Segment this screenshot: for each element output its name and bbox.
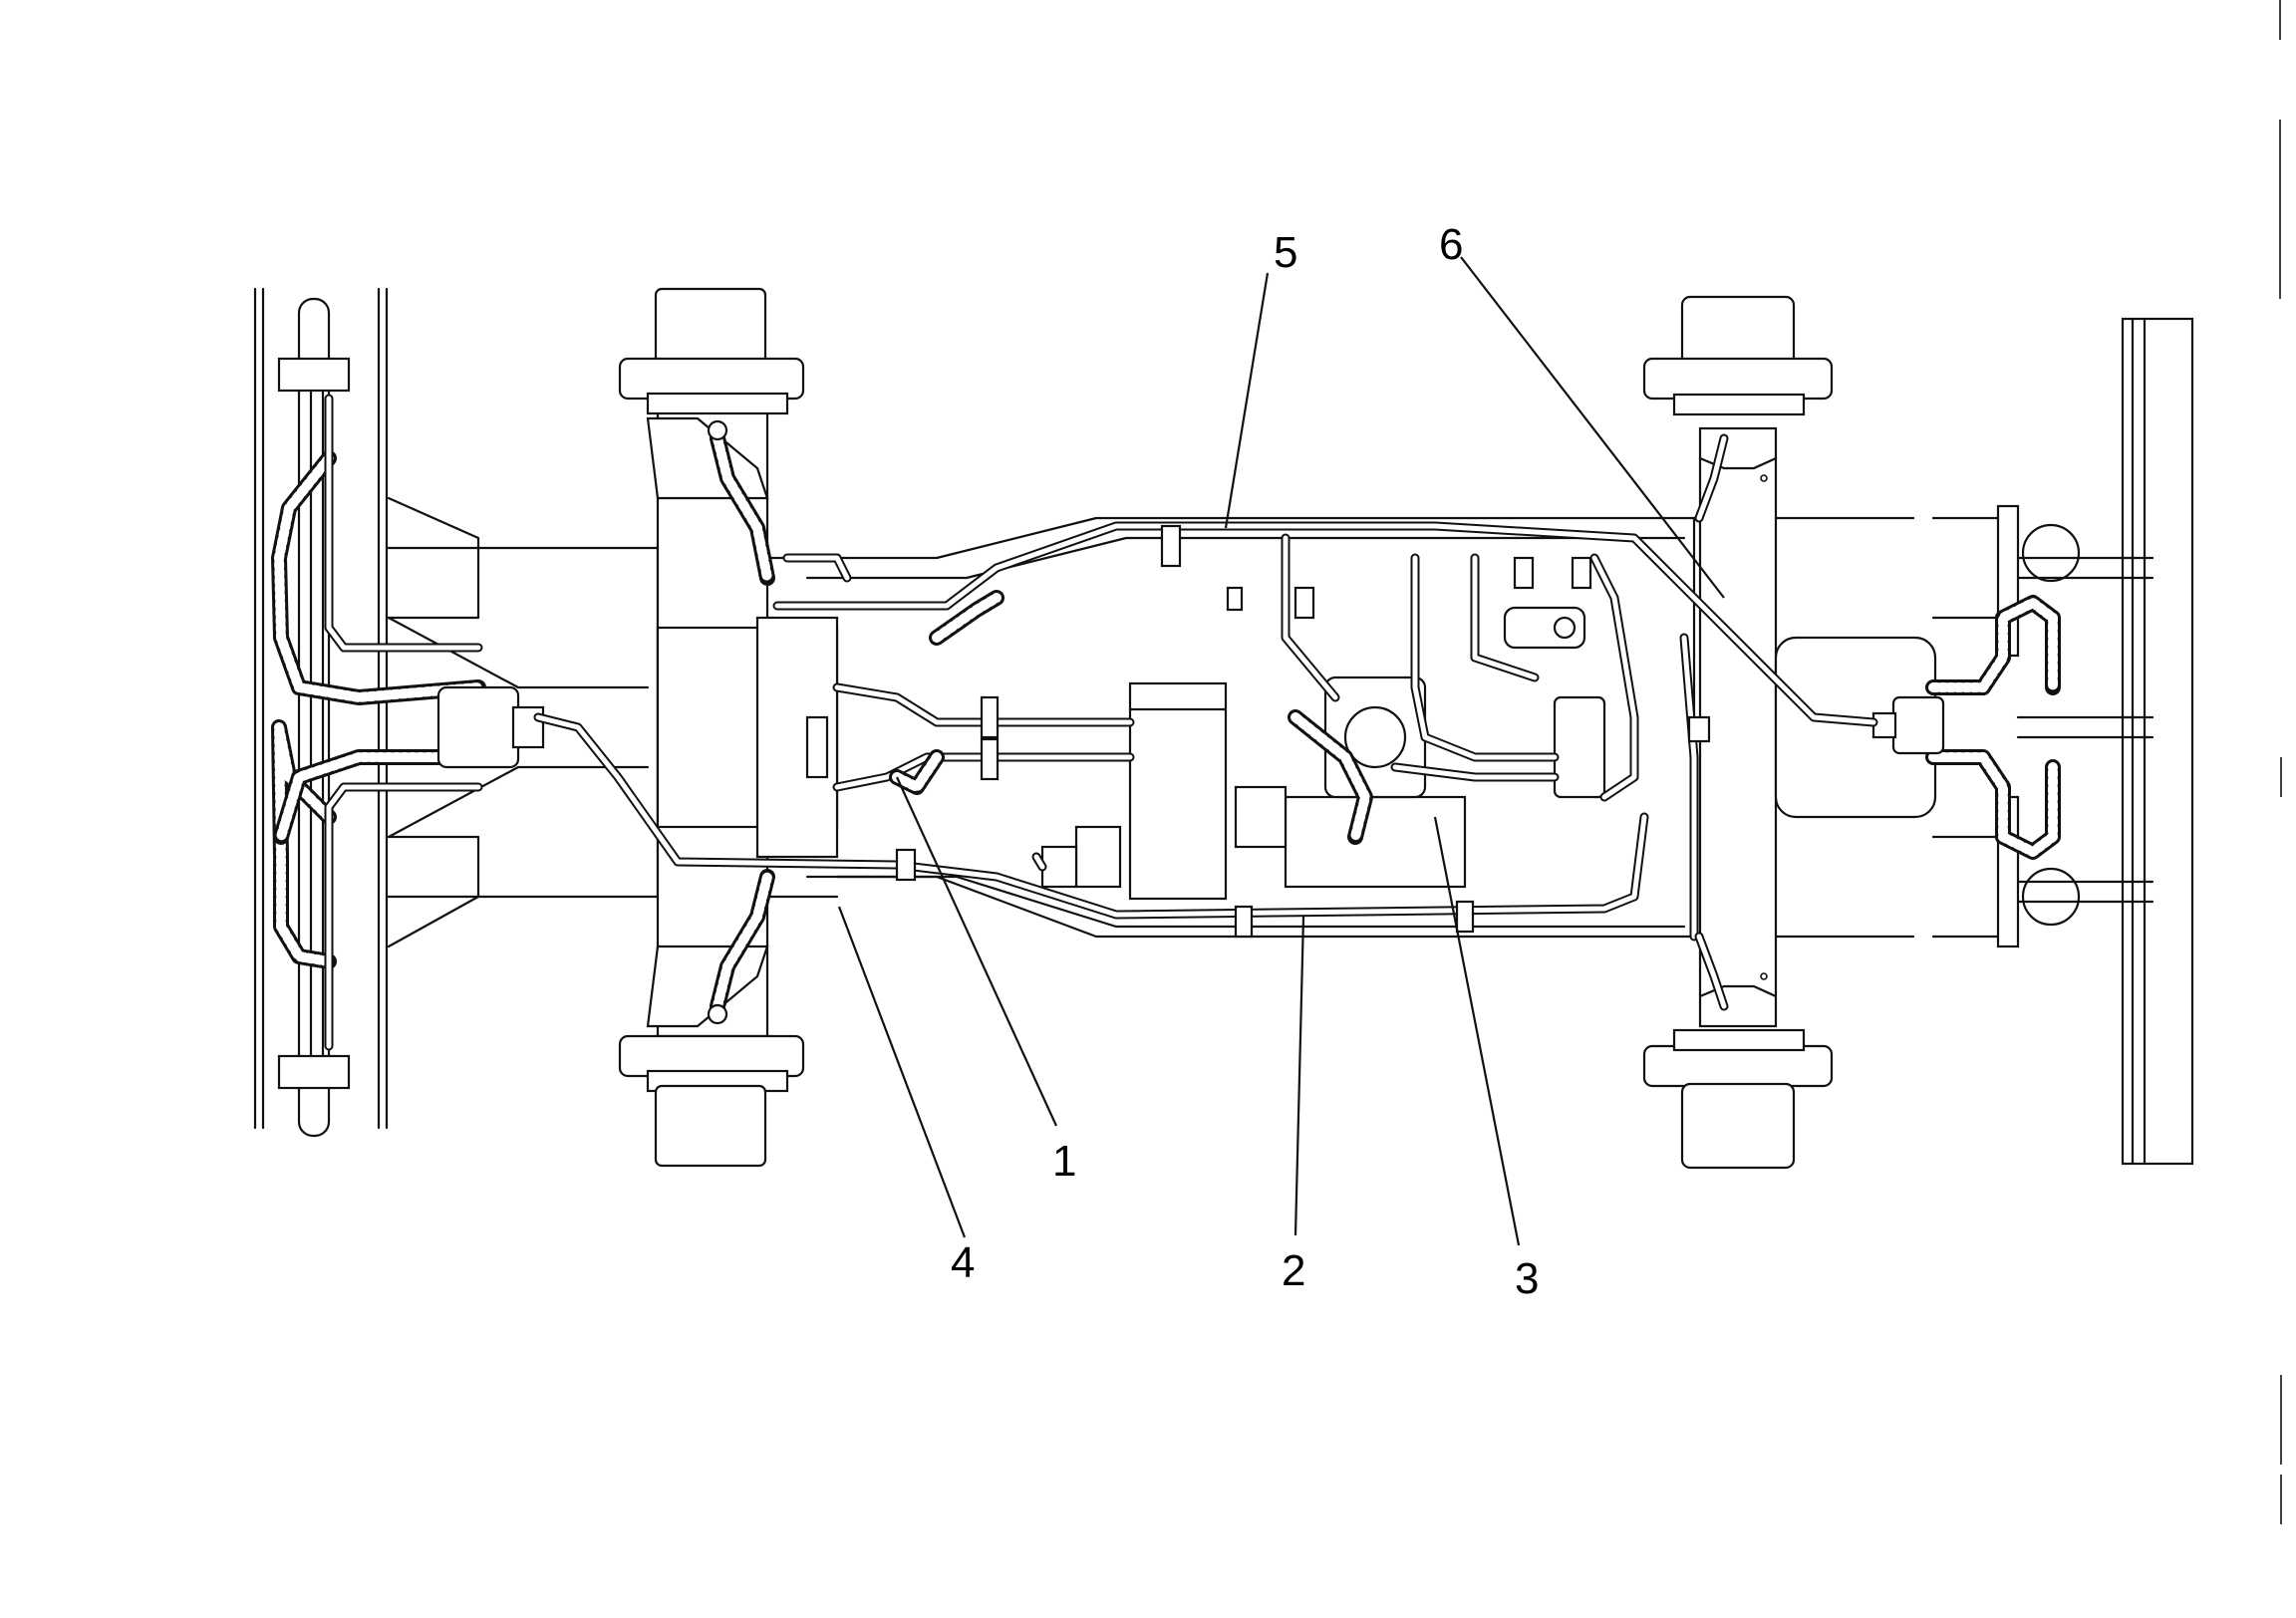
rear-brake-hose-coils xyxy=(271,394,545,1051)
rear-wheel-hoses xyxy=(707,419,775,1025)
brake-servo xyxy=(1040,825,1122,889)
callout-5: 5 xyxy=(1274,228,1297,277)
callout-1: 1 xyxy=(1052,1137,1076,1186)
callout-6: 6 xyxy=(1439,220,1463,269)
pressure-regulator-valve xyxy=(1503,606,1606,799)
front-subframe xyxy=(1931,317,2194,1166)
callout-3: 3 xyxy=(1515,1254,1539,1303)
leader-1 xyxy=(895,776,1058,1127)
front-brake-hose-coils xyxy=(1871,595,2061,860)
leader-lines xyxy=(837,256,1725,1246)
leader-6 xyxy=(1460,256,1725,599)
rear-drum-bottom xyxy=(618,1034,805,1168)
callout-labels: 1 2 3 4 5 6 xyxy=(951,220,1539,1303)
pipe-clips xyxy=(895,524,1711,939)
page-edge-marks xyxy=(2279,0,2282,1524)
brake-lines xyxy=(533,433,1878,1011)
leader-5 xyxy=(1224,272,1270,529)
brake-fluid-reservoir xyxy=(1128,681,1228,901)
leader-4 xyxy=(837,906,967,1238)
front-drum-bottom xyxy=(1642,1028,1834,1170)
leader-3 xyxy=(1433,816,1521,1246)
callout-4: 4 xyxy=(951,1238,975,1287)
leader-2 xyxy=(1293,916,1305,1236)
rear-drum-top xyxy=(618,287,805,415)
front-drum-top xyxy=(1642,295,1834,416)
rear-frame-assembly xyxy=(253,287,660,1138)
front-axle xyxy=(1698,426,1937,1028)
callout-2: 2 xyxy=(1282,1246,1305,1295)
